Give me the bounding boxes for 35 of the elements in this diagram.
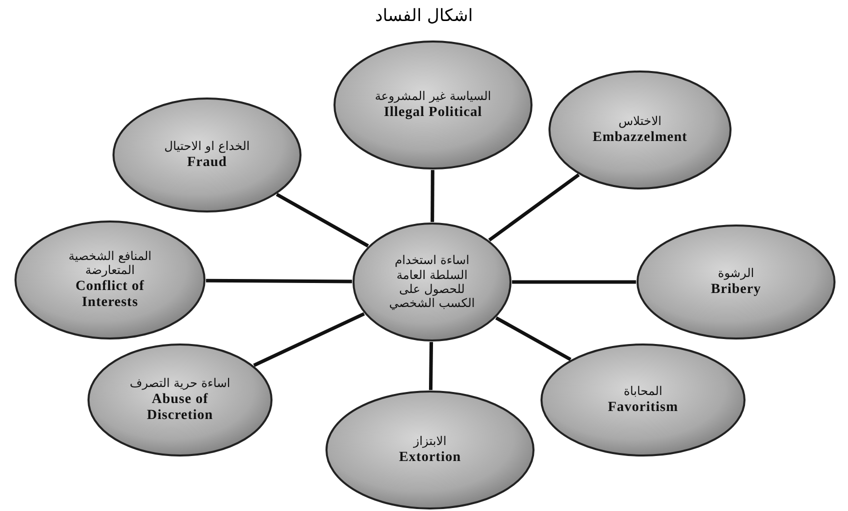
connector-line: [430, 170, 434, 222]
connector-line: [512, 280, 636, 284]
english-label: Favoritism: [608, 400, 678, 416]
arabic-label: الرشوة: [718, 266, 754, 280]
arabic-label: اساءة حرية التصرف: [130, 376, 230, 390]
arabic-label: الابتزاز: [414, 434, 446, 448]
arabic-label: السياسة غير المشروعة: [374, 88, 492, 104]
diagram-title: اشكال الفساد: [374, 6, 474, 26]
connector-line: [488, 173, 580, 242]
arabic-label: الاختلاس: [618, 114, 662, 128]
ellipse-node: [112, 97, 302, 213]
connector-line: [206, 278, 352, 284]
ellipse-node: [87, 343, 273, 457]
english-label: Embazzelment: [592, 130, 688, 146]
english-label: Fraud: [187, 155, 227, 172]
english-label: Extortion: [398, 450, 462, 466]
english-label: Abuse of Discretion: [146, 392, 214, 424]
ellipse-node: [14, 220, 206, 340]
english-label: Conflict of Interests: [74, 279, 146, 312]
connector-line: [276, 192, 369, 248]
ellipse-node: [548, 70, 732, 190]
ellipse-node: [333, 40, 533, 170]
arabic-label: الخداع او الاحتيال: [164, 138, 250, 154]
connector-line: [253, 312, 365, 367]
ellipse-node: [540, 343, 746, 457]
english-label: Illegal Political: [384, 105, 482, 122]
ellipse-node: [352, 222, 512, 342]
connector-line: [428, 342, 434, 390]
ellipse-node: [636, 224, 836, 340]
arabic-label: المحاباة: [624, 384, 662, 398]
arabic-label: اساءة استخدام السلطة العامة للحصول على الكسب الشخصي: [388, 253, 476, 311]
english-label: Bribery: [710, 282, 762, 298]
connector-line: [495, 316, 572, 362]
arabic-label: المنافع الشخصية المتعارضة: [67, 248, 153, 278]
ellipse-node: [325, 390, 535, 510]
